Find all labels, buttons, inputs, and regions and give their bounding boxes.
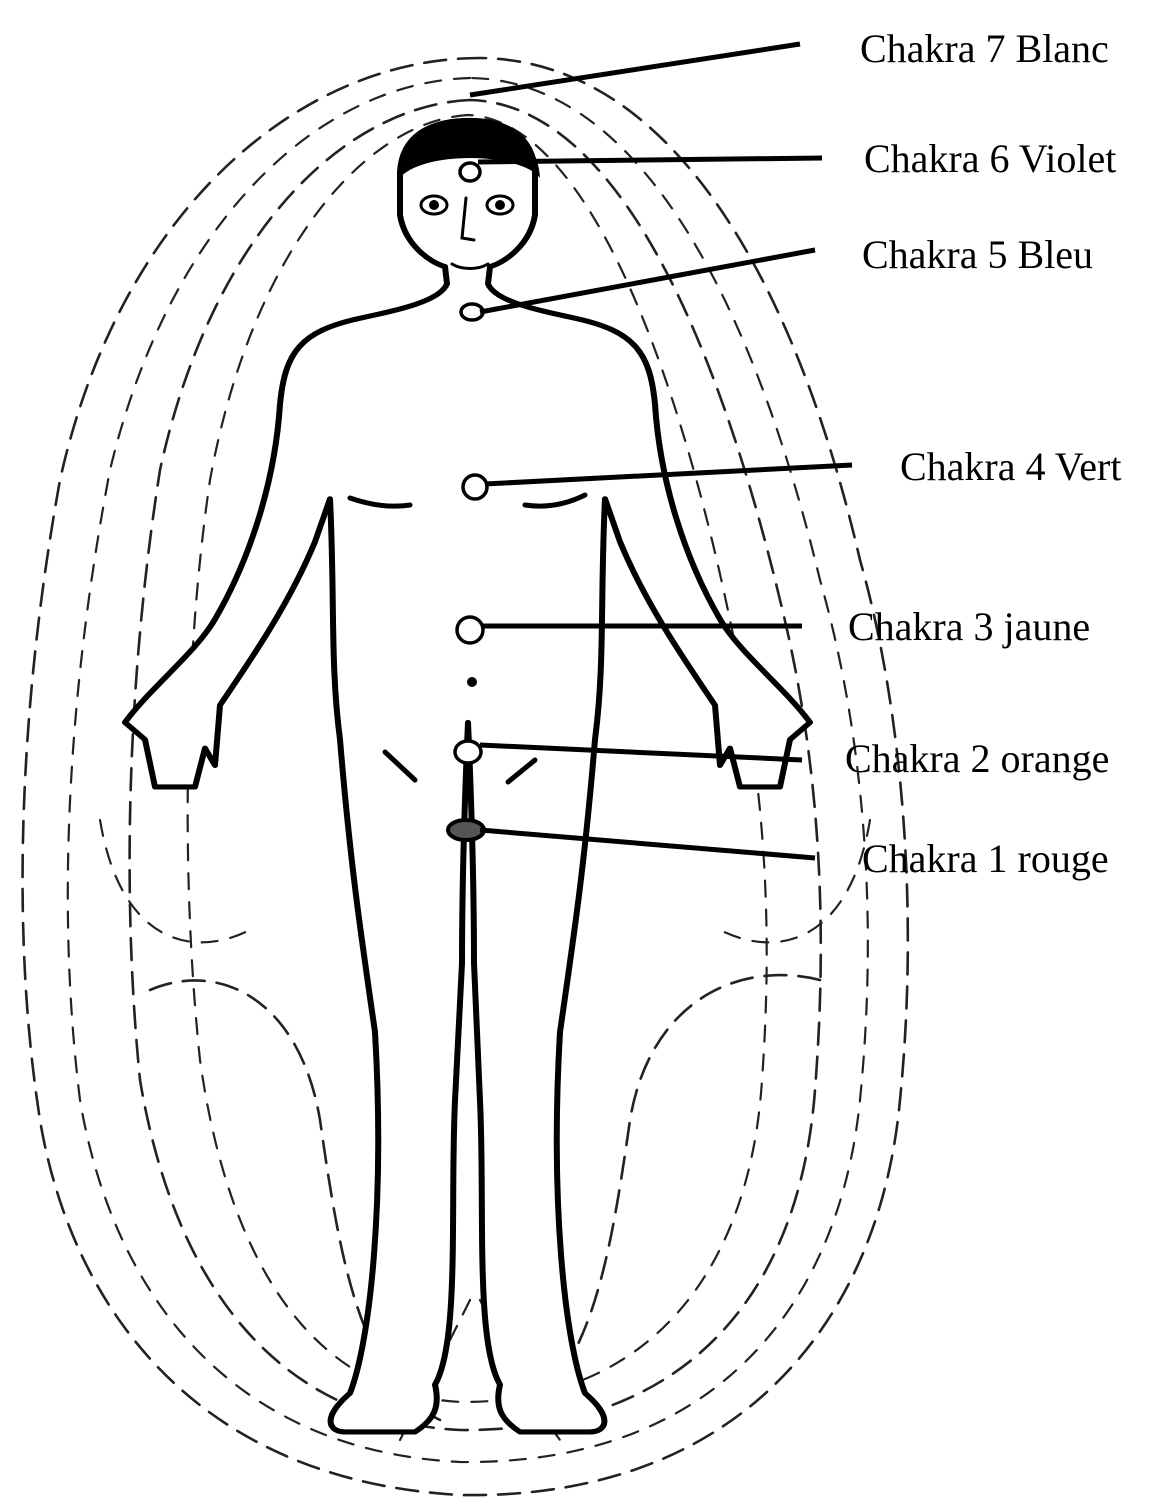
right-pupil bbox=[495, 200, 505, 210]
chakra-2-dot bbox=[455, 741, 481, 763]
label-chakra-7: Chakra 7 Blanc bbox=[860, 26, 1109, 71]
leader-chakra-5 bbox=[480, 250, 815, 312]
label-chakra-3: Chakra 3 jaune bbox=[848, 604, 1090, 649]
leader-chakra-7 bbox=[470, 44, 800, 95]
aura-left-hand bbox=[100, 820, 250, 942]
chakra-labels: Chakra 7 Blanc Chakra 6 Violet Chakra 5 … bbox=[845, 26, 1121, 881]
chakra-3-dot bbox=[457, 617, 483, 643]
left-pupil bbox=[429, 200, 439, 210]
chakra-1-dot bbox=[448, 820, 484, 840]
aura-right-hand bbox=[720, 820, 870, 942]
chakra-5-dot bbox=[461, 304, 483, 320]
label-chakra-1: Chakra 1 rouge bbox=[862, 836, 1109, 881]
label-chakra-2: Chakra 2 orange bbox=[845, 736, 1109, 781]
label-chakra-6: Chakra 6 Violet bbox=[864, 136, 1116, 181]
chakra-4-dot bbox=[463, 475, 487, 499]
label-chakra-4: Chakra 4 Vert bbox=[900, 444, 1121, 489]
label-chakra-5: Chakra 5 Bleu bbox=[862, 232, 1093, 277]
chakra-6-dot bbox=[460, 163, 480, 181]
navel bbox=[467, 677, 477, 687]
